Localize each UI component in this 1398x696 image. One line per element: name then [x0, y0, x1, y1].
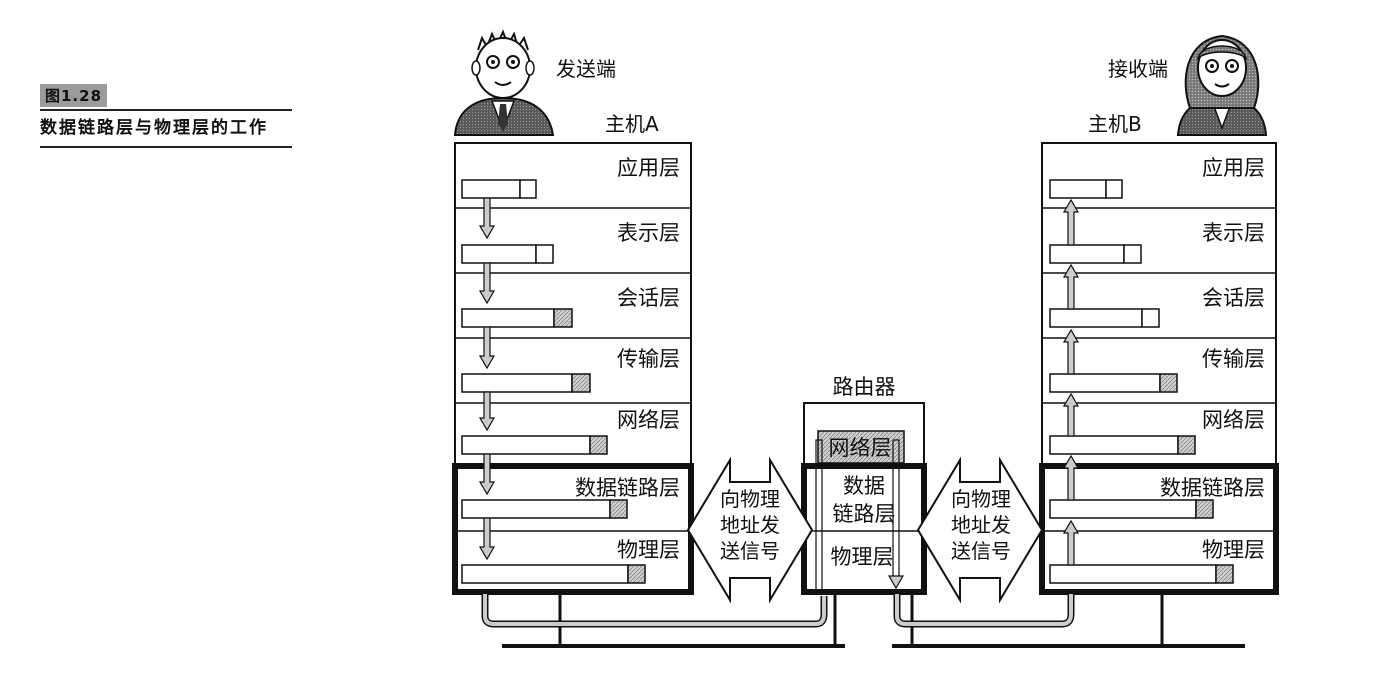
physical-network: [481, 592, 1245, 648]
router-physical-layer: 物理层: [831, 545, 894, 569]
caption-rule-top: [40, 109, 292, 111]
host-a-layer-transport: 传输层: [617, 347, 680, 371]
sender-person-icon: [453, 29, 555, 136]
router-network-layer: 网络层: [829, 436, 892, 460]
router-datalink-line1: 数据: [843, 474, 885, 498]
host-a-down-arrows: [478, 197, 496, 561]
host-b-layer-application: 应用层: [1202, 156, 1265, 180]
figure-number: 图1.28: [40, 84, 108, 107]
router-internal-path: [815, 439, 905, 592]
signal-left-line1: 向物理: [720, 487, 780, 511]
host-a-layer-presentation: 表示层: [617, 221, 680, 245]
signal-right-line1: 向物理: [951, 487, 1011, 511]
host-b-layer-session: 会话层: [1202, 286, 1265, 310]
signal-arrow-left: 向物理 地址发 送信号: [686, 456, 814, 604]
host-a-packets: [461, 179, 646, 584]
host-a-layer-application: 应用层: [617, 156, 680, 180]
host-b-stack: 应用层 表示层 会话层 传输层 网络层 数据链路层 物理层: [1039, 142, 1279, 595]
host-b-up-arrows: [1062, 198, 1080, 566]
host-a-layer-physical: 物理层: [617, 538, 680, 562]
host-a-layer-session: 会话层: [617, 286, 680, 310]
host-b-packets: [1049, 179, 1234, 584]
signal-arrow-right: 向物理 地址发 送信号: [916, 456, 1044, 604]
router-title: 路由器: [833, 375, 896, 399]
host-b-layer-presentation: 表示层: [1202, 221, 1265, 245]
receiver-role-label: 接收端: [1108, 57, 1168, 81]
router: 路由器 网络层 数据 链路层 物理层: [801, 375, 927, 595]
caption-rule-bottom: [40, 146, 292, 148]
figure-caption: 图1.28 数据链路层与物理层的工作: [40, 84, 292, 148]
host-a-label: 主机A: [605, 112, 659, 136]
signal-right-line3: 送信号: [951, 539, 1011, 563]
host-b-layer-network: 网络层: [1202, 408, 1265, 432]
signal-left-line3: 送信号: [720, 539, 780, 563]
signal-right-line2: 地址发: [951, 513, 1011, 537]
host-b-label: 主机B: [1088, 112, 1142, 136]
router-datalink-line2: 链路层: [833, 502, 896, 526]
host-b-layer-transport: 传输层: [1202, 347, 1265, 371]
signal-left-line2: 地址发: [720, 513, 780, 537]
host-a-layer-datalink: 数据链路层: [575, 476, 680, 500]
host-a-layer-network: 网络层: [617, 408, 680, 432]
receiver-person-icon: [1176, 34, 1268, 136]
sender-role-label: 发送端: [556, 57, 616, 81]
host-b-layer-physical: 物理层: [1202, 538, 1265, 562]
host-b-layer-datalink: 数据链路层: [1160, 476, 1265, 500]
host-a-stack: 应用层 表示层 会话层 传输层 网络层 数据链路层 物理层: [452, 142, 694, 595]
figure-title: 数据链路层与物理层的工作: [40, 118, 268, 138]
